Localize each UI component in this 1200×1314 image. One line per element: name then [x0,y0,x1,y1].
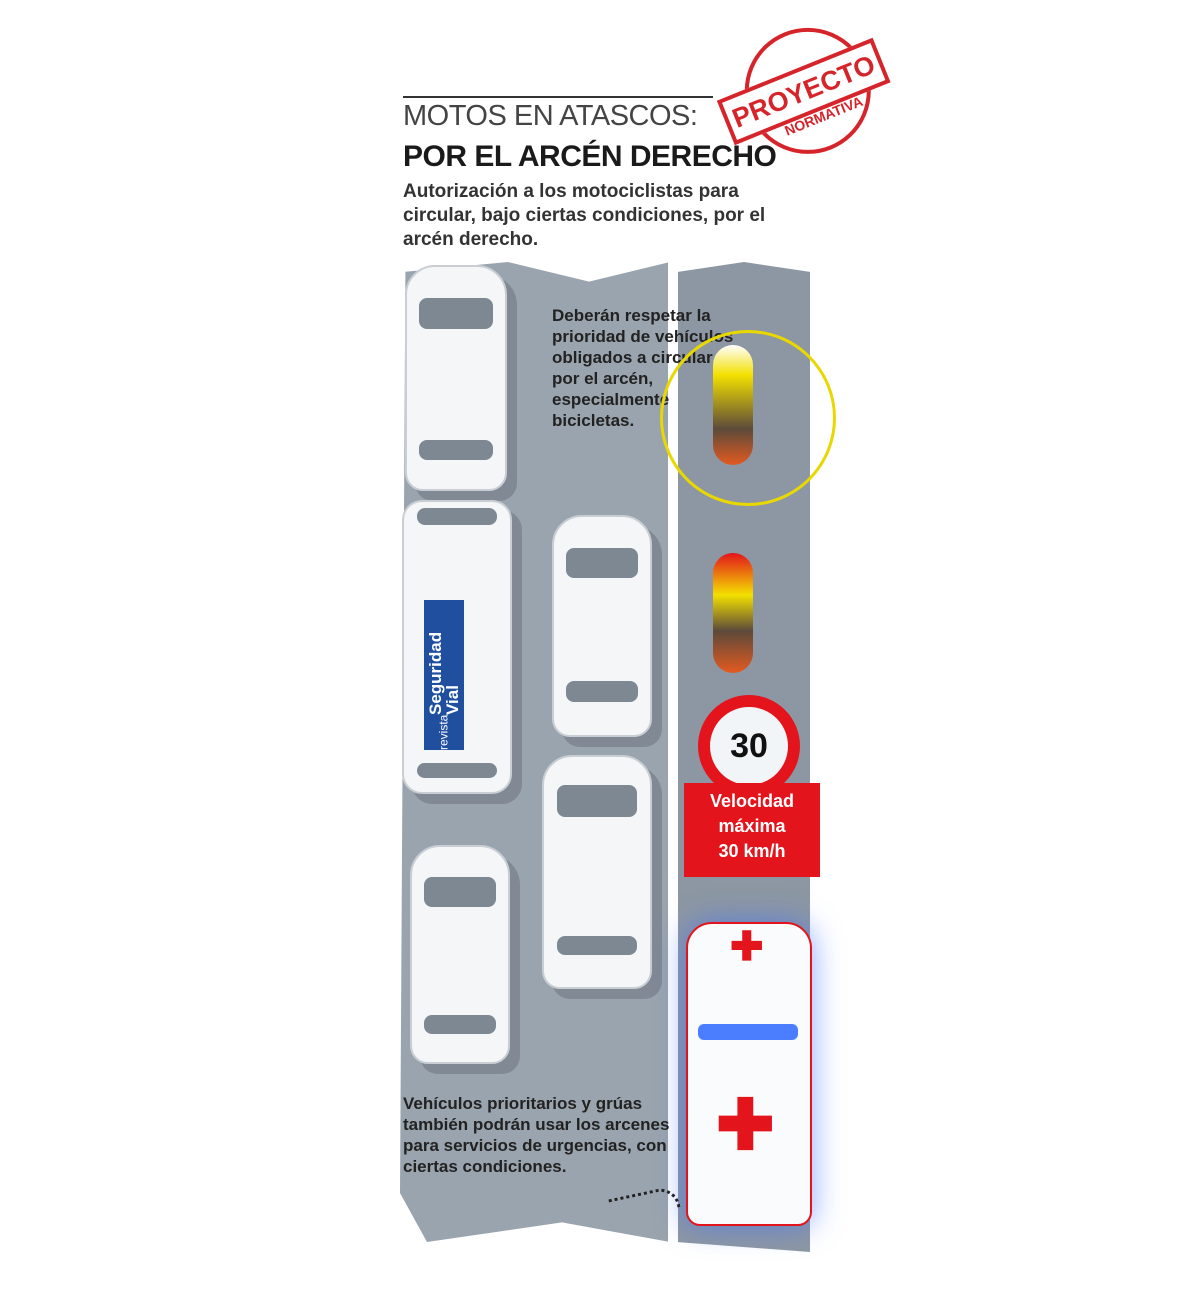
intro-text: Autorización a los motociclistas para ci… [403,181,766,250]
car [405,265,507,491]
red-cross-icon: ✚ [730,925,764,969]
motorcycle-yellow [713,345,753,465]
car [410,845,510,1064]
ambulance: ✚ ✚ [686,922,812,1226]
speed-label: Velocidad máxima 30 km/h [684,783,820,877]
highlight-ring [660,330,836,506]
speed-label-line: Velocidad [709,791,795,811]
siren-lights [698,1024,798,1040]
speed-label-line: 30 km/h [718,841,786,861]
title-line2: POR EL ARCÉN DERECHO [403,140,777,173]
priority-note: Deberán respetar la prioridad de vehícul… [552,306,734,430]
title-line1: MOTOS EN ATASCOS: [403,100,698,132]
emergency-note: Vehículos prioritarios y grúas también p… [403,1094,670,1176]
title-rule [403,96,713,98]
speed-limit-sign: 30 [698,695,800,797]
red-cross-icon: ✚ [716,1086,775,1164]
car [542,755,652,989]
speed-label-line: máxima [718,816,786,836]
motorcycle-red [713,553,753,673]
car [552,515,652,737]
lane-line [668,262,676,1242]
